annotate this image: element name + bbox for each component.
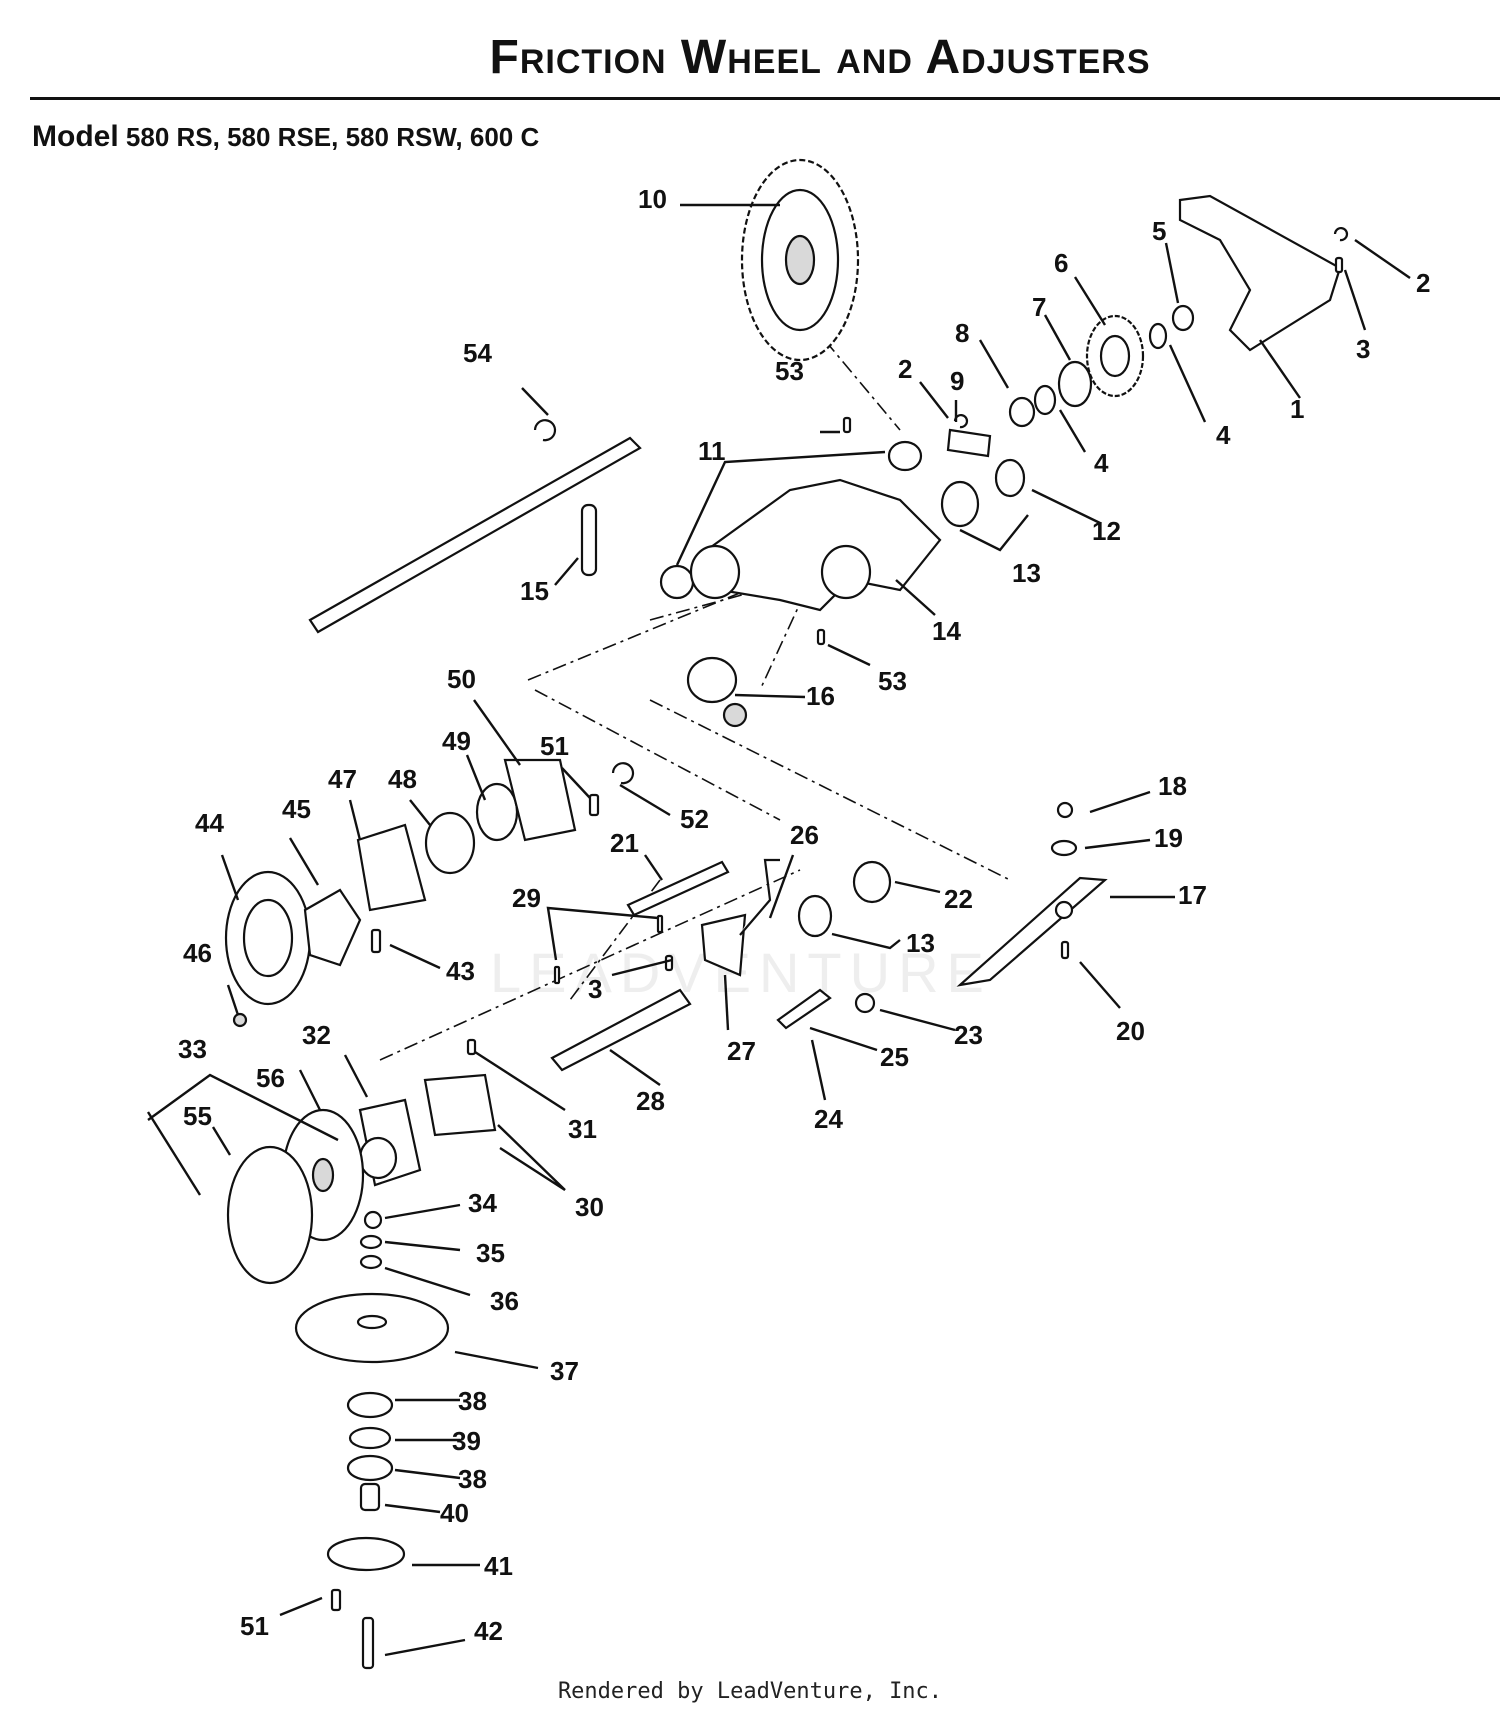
footer-credit: Rendered by LeadVenture, Inc. bbox=[557, 1679, 943, 1704]
callout-21: 21 bbox=[610, 828, 639, 858]
callout-11: 11 bbox=[698, 436, 726, 466]
callout-28: 28 bbox=[636, 1086, 665, 1116]
callout-4: 4 bbox=[1216, 420, 1231, 450]
title-divider bbox=[30, 97, 1500, 100]
model-line: Model 580 RS, 580 RSE, 580 RSW, 600 C bbox=[32, 120, 539, 154]
callout-33: 33 bbox=[178, 1034, 207, 1064]
callout-32: 32 bbox=[302, 1020, 331, 1050]
callout-29: 29 bbox=[512, 883, 541, 913]
callout-10: 10 bbox=[638, 184, 667, 214]
callout-51: 51 bbox=[540, 731, 569, 761]
callout-46: 46 bbox=[183, 938, 212, 968]
model-label: Model bbox=[32, 120, 119, 153]
callout-43: 43 bbox=[446, 956, 475, 986]
callout-44: 44 bbox=[195, 808, 224, 838]
callout-9: 9 bbox=[950, 366, 964, 396]
callout-12: 12 bbox=[1092, 516, 1121, 546]
callout-39: 39 bbox=[452, 1426, 481, 1456]
callout-13: 13 bbox=[906, 928, 935, 958]
callout-47: 47 bbox=[328, 764, 357, 794]
callout-37: 37 bbox=[550, 1356, 579, 1386]
callout-53: 53 bbox=[878, 666, 907, 696]
callout-8: 8 bbox=[955, 318, 969, 348]
callout-56: 56 bbox=[256, 1063, 285, 1093]
callout-20: 20 bbox=[1116, 1016, 1145, 1046]
callout-42: 42 bbox=[474, 1616, 503, 1646]
callout-25: 25 bbox=[880, 1042, 909, 1072]
callout-2: 2 bbox=[898, 354, 912, 384]
callout-51: 51 bbox=[240, 1611, 269, 1641]
callout-41: 41 bbox=[484, 1551, 513, 1581]
callout-14: 14 bbox=[932, 616, 961, 646]
callout-50: 50 bbox=[447, 664, 476, 694]
callout-17: 17 bbox=[1178, 880, 1207, 910]
callout-54: 54 bbox=[463, 338, 492, 368]
callout-27: 27 bbox=[727, 1036, 756, 1066]
callout-30: 30 bbox=[575, 1192, 604, 1222]
callout-52: 52 bbox=[680, 804, 709, 834]
callout-13: 13 bbox=[1012, 558, 1041, 588]
callout-45: 45 bbox=[282, 794, 311, 824]
callout-48: 48 bbox=[388, 764, 417, 794]
callout-31: 31 bbox=[568, 1114, 597, 1144]
callout-38: 38 bbox=[458, 1464, 487, 1494]
leader-lines bbox=[146, 203, 1411, 1657]
callout-3: 3 bbox=[1356, 334, 1370, 364]
callout-26: 26 bbox=[790, 820, 819, 850]
callout-36: 36 bbox=[490, 1286, 519, 1316]
callout-38: 38 bbox=[458, 1386, 487, 1416]
callout-15: 15 bbox=[520, 576, 549, 606]
callout-53: 53 bbox=[775, 356, 804, 386]
callout-3: 3 bbox=[588, 974, 602, 1004]
callout-49: 49 bbox=[442, 726, 471, 756]
callout-55: 55 bbox=[183, 1101, 212, 1131]
callout-23: 23 bbox=[954, 1020, 983, 1050]
callout-35: 35 bbox=[476, 1238, 505, 1268]
callout-40: 40 bbox=[440, 1498, 469, 1528]
callout-24: 24 bbox=[814, 1104, 843, 1134]
callout-18: 18 bbox=[1158, 771, 1187, 801]
callout-19: 19 bbox=[1154, 823, 1183, 853]
callout-16: 16 bbox=[806, 681, 835, 711]
callout-5: 5 bbox=[1152, 216, 1166, 246]
callout-2: 2 bbox=[1416, 268, 1430, 298]
callout-4: 4 bbox=[1094, 448, 1109, 478]
page-title: Friction Wheel and Adjusters bbox=[489, 31, 1151, 84]
callout-1: 1 bbox=[1290, 394, 1304, 424]
callout-labels: 1 2 2 3 3 4 4 5 6 7 8 9 10 11 12 13 13 1… bbox=[178, 184, 1430, 1646]
callout-22: 22 bbox=[944, 884, 973, 914]
callout-34: 34 bbox=[468, 1188, 497, 1218]
model-list: 580 RS, 580 RSE, 580 RSW, 600 C bbox=[125, 122, 540, 152]
callout-7: 7 bbox=[1032, 292, 1046, 322]
part-shapes bbox=[224, 158, 1349, 1670]
callout-6: 6 bbox=[1054, 248, 1068, 278]
